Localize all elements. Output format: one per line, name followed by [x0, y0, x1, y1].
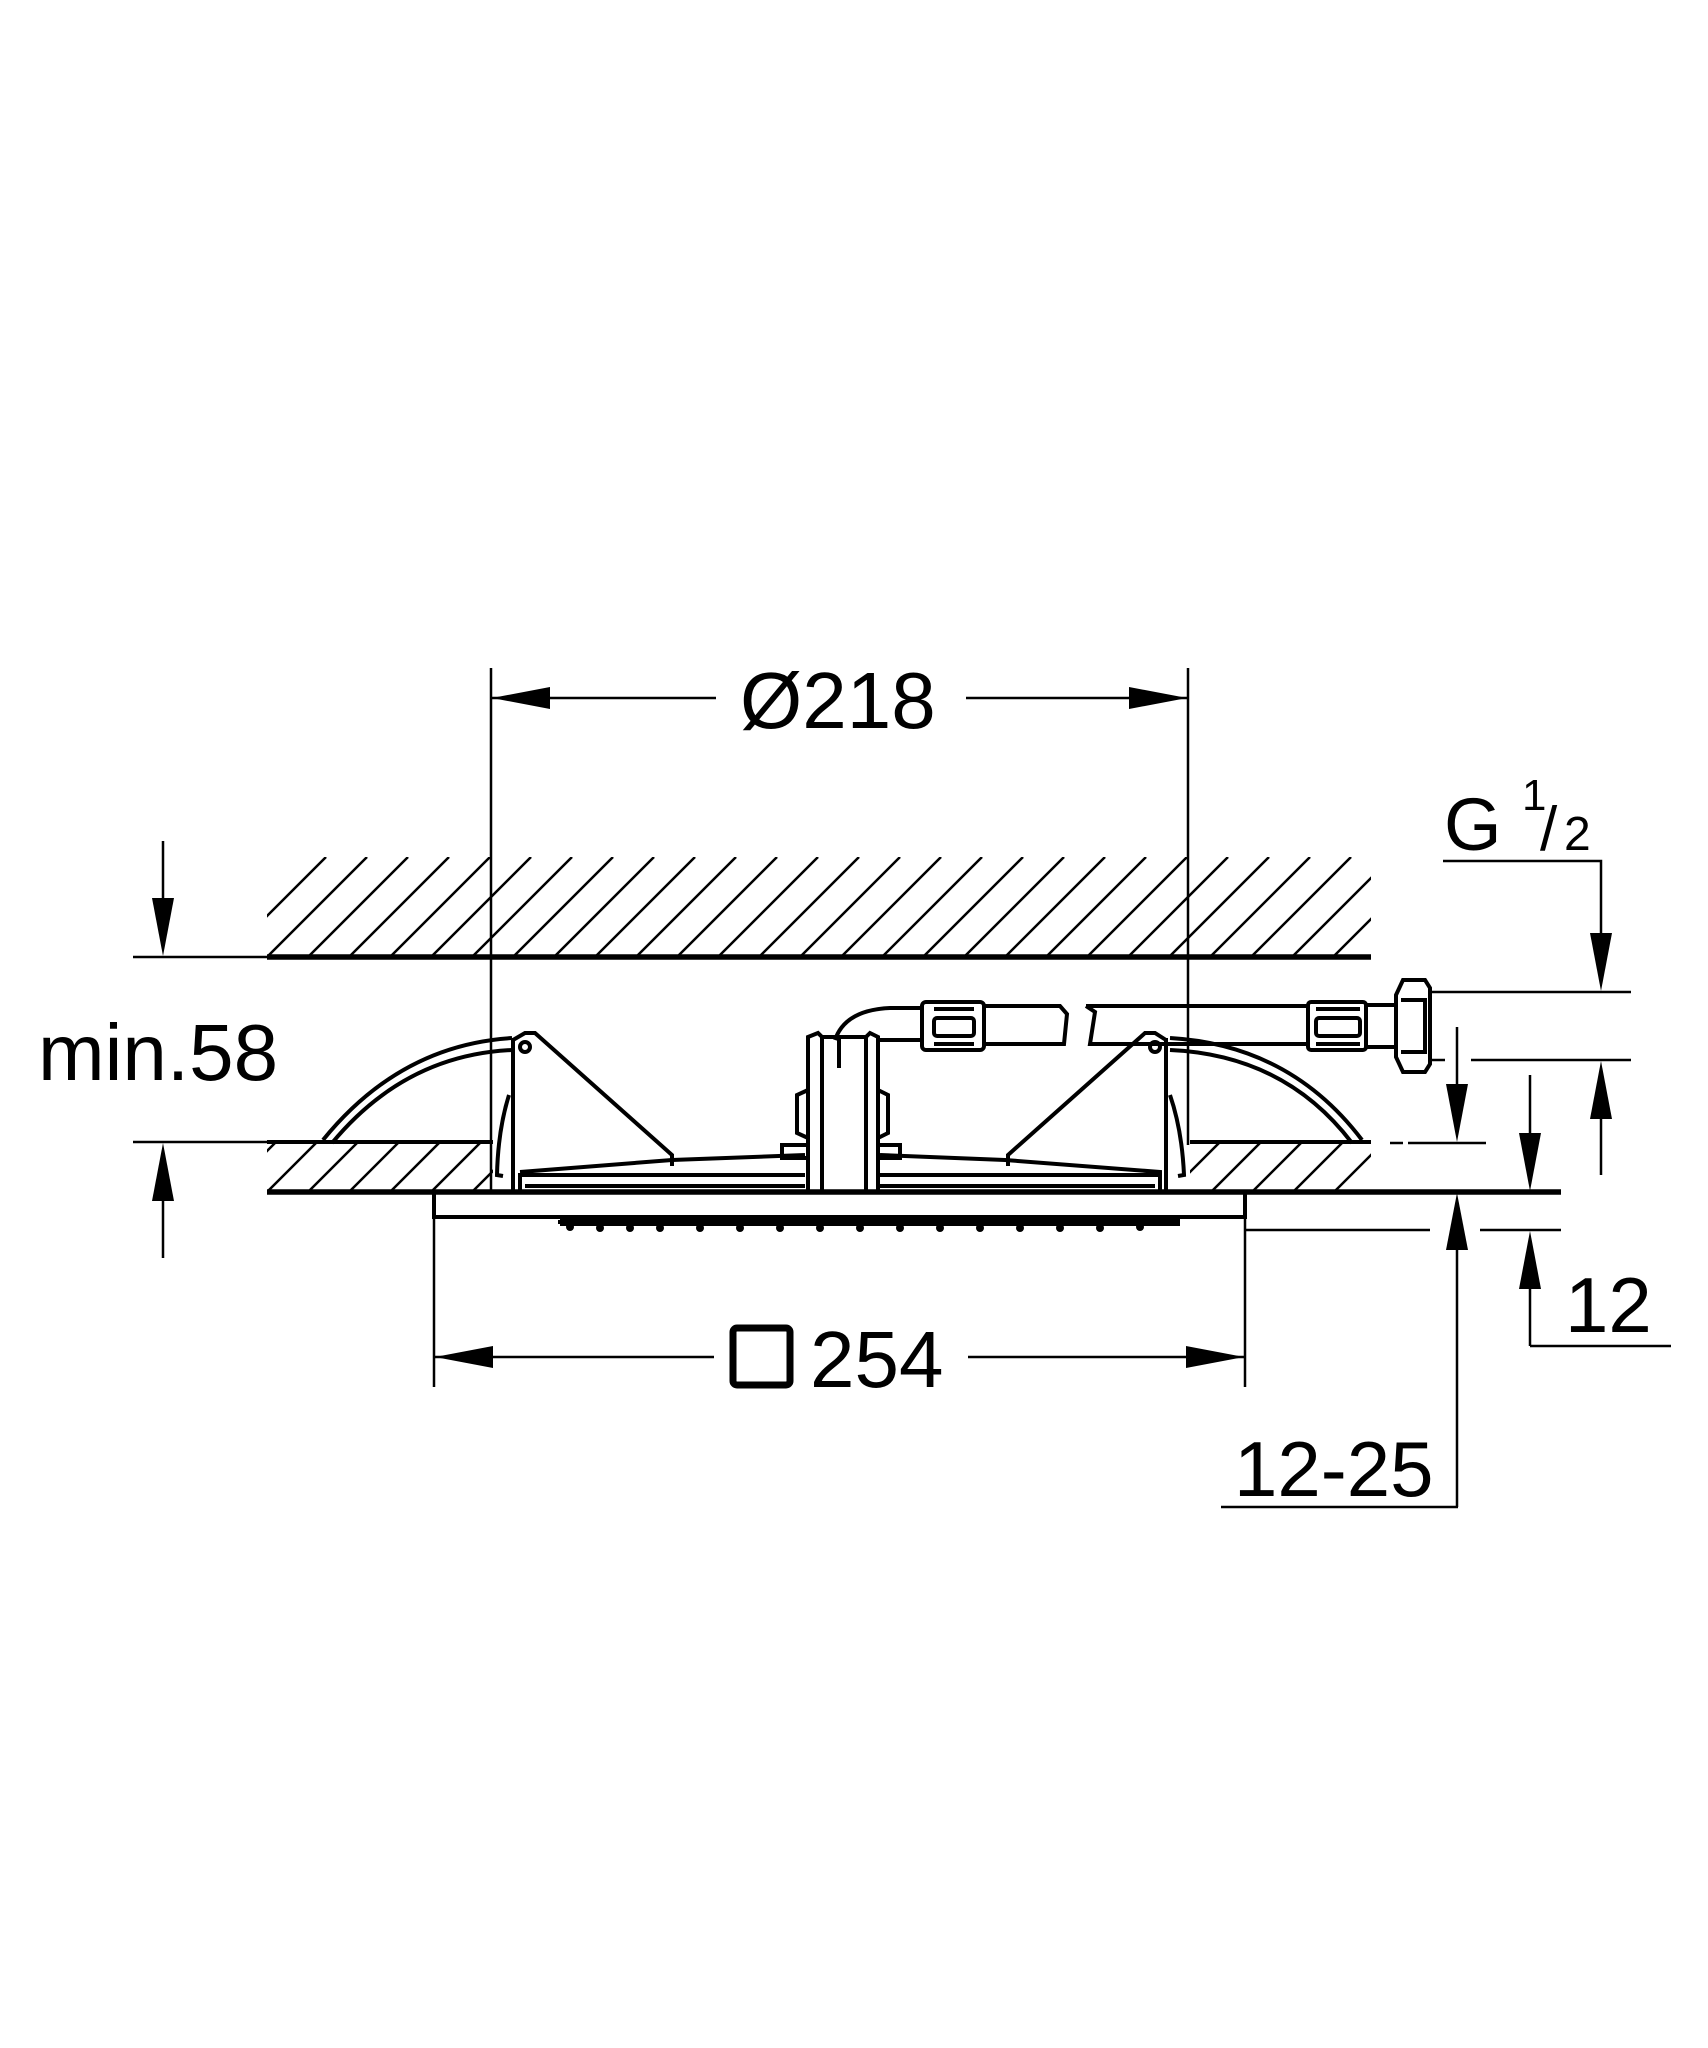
dimension-square-254: 254 [432, 1192, 1247, 1404]
range-12-25-label: 12-25 [1234, 1425, 1434, 1513]
thread-letter: G [1444, 783, 1502, 866]
diameter-symbol: Ø [740, 656, 802, 745]
diameter-value: 218 [802, 656, 935, 745]
central-mounting-post [780, 1030, 902, 1190]
thread-denominator: 2 [1564, 808, 1591, 861]
square-254-value: 254 [810, 1315, 943, 1404]
upper-ceiling-slab [267, 857, 1371, 960]
thread-slash: / [1540, 795, 1558, 864]
plate-12-label: 12 [1565, 1261, 1652, 1349]
dimension-thread-g-half: G 1 / 2 [1430, 771, 1631, 1175]
dimension-min-58: min.58 [38, 841, 278, 1258]
dimension-right-chain [1245, 1027, 1561, 1232]
dimension-range-12-25: 12-25 [1221, 1193, 1468, 1513]
flexible-supply-hose [833, 1000, 1398, 1052]
svg-text:Ø218: Ø218 [740, 656, 936, 745]
dimension-plate-12: 12 [1519, 1231, 1671, 1349]
dimension-diameter-218: Ø218 [489, 656, 1190, 1190]
square-symbol-icon [729, 1324, 794, 1389]
thread-numerator: 1 [1522, 771, 1546, 820]
hex-connection-nut [1394, 978, 1432, 1074]
right-spring-clip [1006, 1031, 1364, 1190]
mounting-frame [518, 1153, 1162, 1192]
min-58-label: min.58 [38, 1008, 278, 1097]
left-spring-clip [321, 1031, 674, 1190]
shower-plate [432, 1190, 1247, 1232]
